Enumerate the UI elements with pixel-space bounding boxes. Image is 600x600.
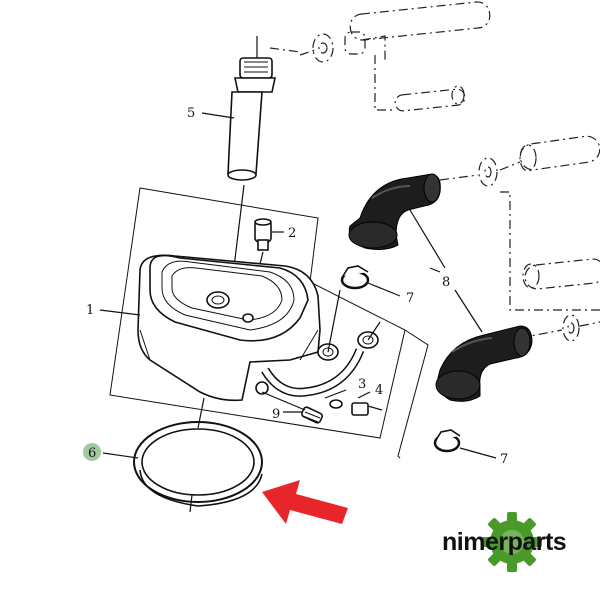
callout-7-lower: 7 (500, 452, 508, 467)
callout-7-upper: 7 (406, 291, 414, 306)
highlight-arrow (262, 480, 348, 524)
callout-1: 1 (86, 303, 94, 318)
right-dashed-assembly (439, 135, 600, 342)
brand-logo-text: nimerparts (442, 528, 567, 556)
part-5-fitting (227, 36, 276, 301)
cooler-pipe-bend (255, 289, 381, 397)
part-9-plug (261, 391, 323, 424)
part-8-hose-lower (435, 289, 533, 402)
part-7-clamp-lower (433, 429, 497, 459)
gear-icon (482, 512, 542, 572)
callout-5: 5 (187, 106, 195, 121)
frame-line-right (397, 329, 429, 459)
part-6-o-ring (133, 397, 263, 513)
callout-9: 9 (272, 407, 280, 422)
callout-6: 6 (88, 446, 96, 461)
part-8-hose-upper (348, 173, 446, 269)
part-3-4-fasteners (324, 389, 383, 416)
part-1-oil-cooler (137, 254, 321, 402)
callout-3: 3 (358, 377, 366, 392)
top-right-assembly (269, 1, 491, 112)
leader-lines (99, 112, 441, 459)
callout-2: 2 (288, 226, 296, 241)
callout-6-marker (83, 443, 101, 461)
part-7-clamp-upper (340, 265, 401, 297)
callout-4: 4 (375, 383, 383, 398)
callout-8: 8 (442, 275, 450, 290)
